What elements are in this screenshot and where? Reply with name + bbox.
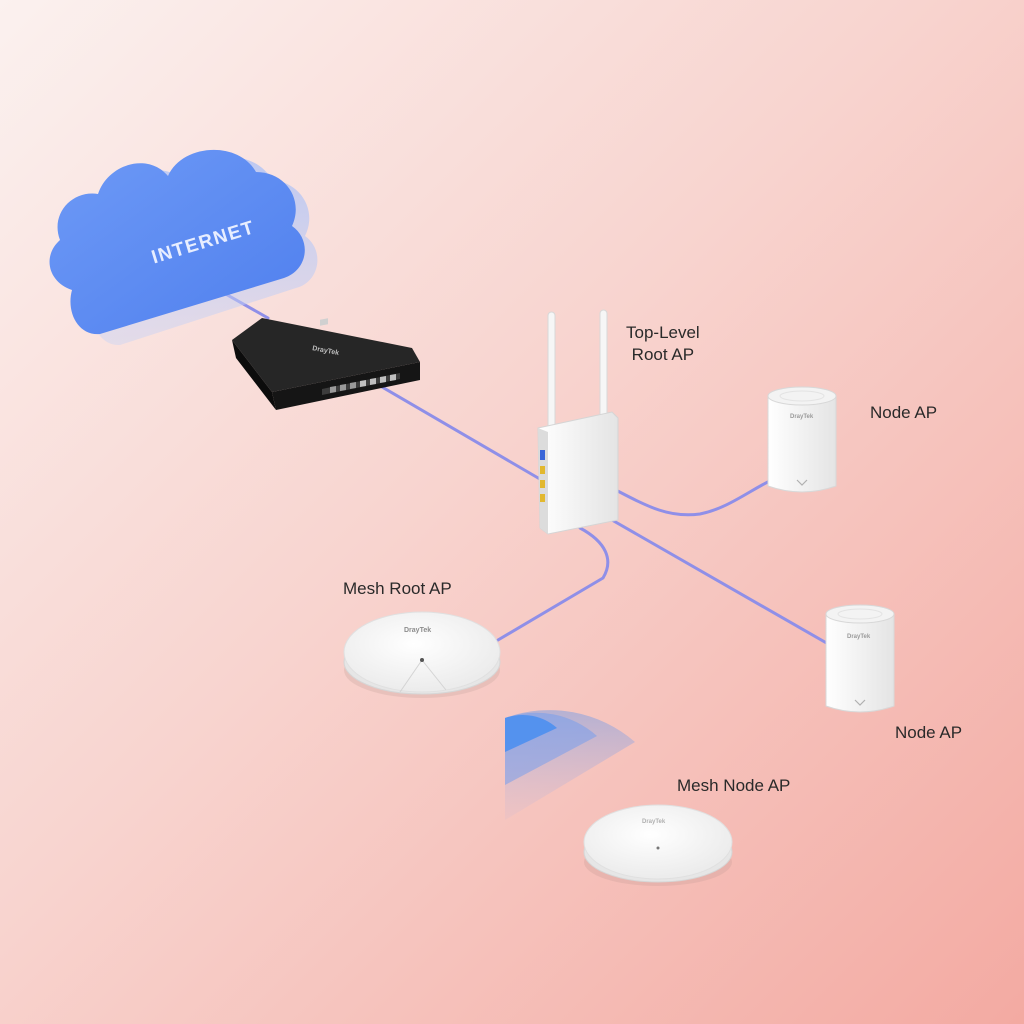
connection-links <box>213 286 832 647</box>
router-top <box>232 318 420 392</box>
node-ap-2-top <box>825 604 895 624</box>
router-port-row <box>322 373 400 395</box>
mesh-root-ap-brand: DrayTek <box>404 627 431 634</box>
wireless-signal <box>505 710 635 820</box>
node-ap-1-top-ring <box>779 390 825 402</box>
cloud-body <box>49 149 305 335</box>
root-ap-body <box>537 411 619 535</box>
node-ap-1-top <box>767 386 837 406</box>
mesh-node-ap-brand: DrayTek <box>642 819 666 825</box>
label-top-level-line1: Top-Level <box>626 323 700 342</box>
node-ap-2-brand: DrayTek <box>847 634 871 640</box>
mesh-node-ap-top <box>583 804 733 880</box>
node-ap-2-led <box>854 699 866 706</box>
root-ap-port-yellow-2 <box>540 480 545 488</box>
link-root-mesh-root <box>496 526 610 642</box>
label-top-level-line2: Root AP <box>631 345 695 364</box>
link-root-node-ap-2 <box>603 514 832 647</box>
node-ap-1-led <box>796 479 808 486</box>
mesh-root-ap-top <box>343 611 501 693</box>
router: DrayTek <box>232 318 420 410</box>
antenna-left <box>547 311 556 431</box>
label-mesh-node-ap: Mesh Node AP <box>677 776 791 795</box>
router-ports <box>320 318 328 326</box>
node-ap-2-body <box>825 607 895 713</box>
root-ap-port-yellow-1 <box>540 466 545 474</box>
root-ap-port-blue <box>540 450 545 460</box>
mesh-root-ap-seam-2 <box>421 659 447 691</box>
mesh-root-ap-led <box>420 658 424 662</box>
node-ap-1-brand: DrayTek <box>790 414 814 420</box>
top-level-root-ap <box>537 309 619 535</box>
internet-cloud: INTERNET <box>49 149 318 346</box>
node-ap-1: DrayTek <box>767 386 837 493</box>
label-node-ap-2: Node AP <box>895 723 963 742</box>
label-mesh-root-ap: Mesh Root AP <box>343 579 452 598</box>
mesh-root-ap: DrayTek <box>343 611 501 698</box>
node-ap-2: DrayTek <box>825 604 895 713</box>
router-side <box>232 340 276 410</box>
node-ap-2-top-ring <box>837 608 883 620</box>
label-top-level-root-ap: Top-Level Root AP <box>626 322 700 366</box>
root-ap-port-yellow-3 <box>540 494 545 502</box>
mesh-node-ap: DrayTek <box>583 804 733 886</box>
label-node-ap-1: Node AP <box>870 403 938 422</box>
antenna-right <box>599 309 608 421</box>
mesh-root-ap-seam <box>399 659 423 693</box>
link-router-root-ap <box>368 378 547 484</box>
link-root-node-ap-1 <box>610 474 782 517</box>
signal-wave-inner <box>505 714 557 752</box>
mesh-node-ap-led <box>656 846 660 850</box>
